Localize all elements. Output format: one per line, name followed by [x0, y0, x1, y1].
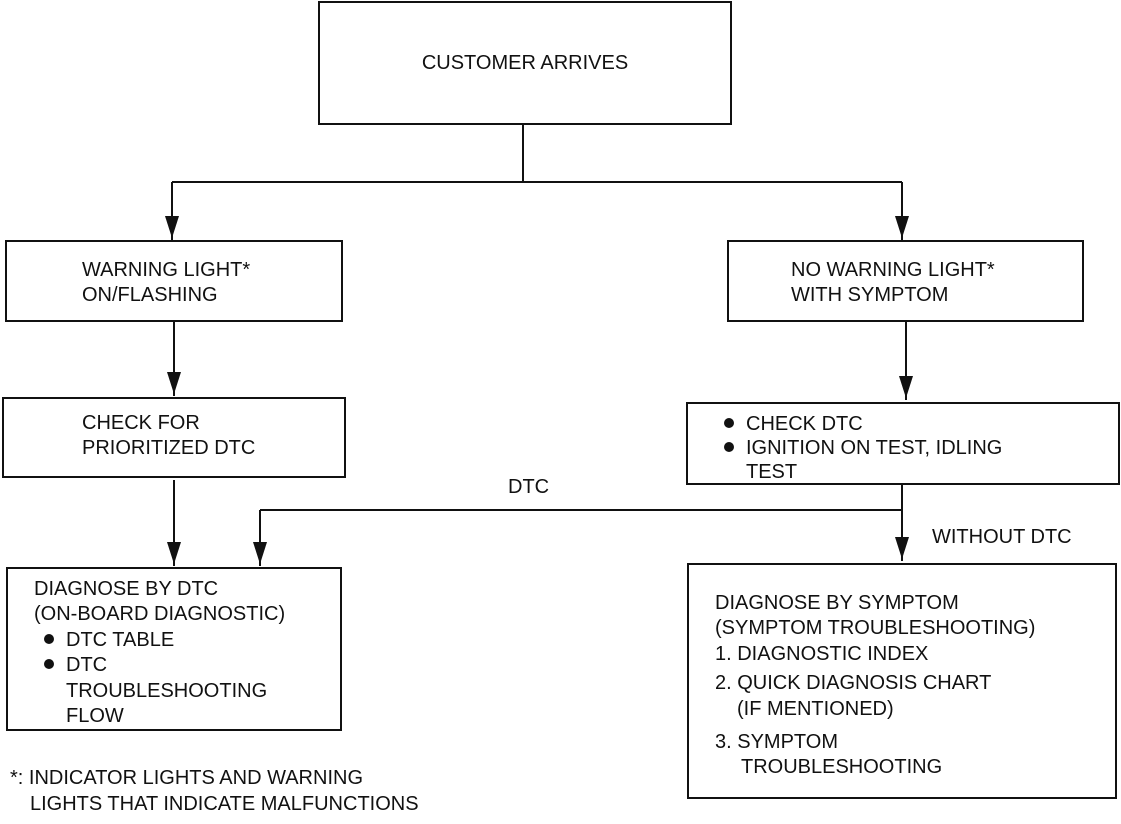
node-check-dtc: CHECK DTC IGNITION ON TEST, IDLING TEST — [686, 402, 1120, 485]
diagnose-dtc-line2: (ON-BOARD DIAGNOSTIC) — [34, 603, 286, 626]
warning-light-line2: ON/FLASHING — [82, 284, 218, 306]
arrowhead — [253, 542, 267, 564]
warning-light-line1: WARNING LIGHT* — [82, 259, 251, 281]
diagnose-dtc-bullet-1: DTC TABLE — [34, 628, 340, 653]
bullet-icon — [44, 633, 54, 644]
diagnose-symptom-item1: 1. DIAGNOSTIC INDEX — [715, 642, 929, 665]
arrowhead — [165, 216, 179, 238]
check-prioritized-line2: PRIORITIZED DTC — [82, 437, 256, 459]
edge-label-without-dtc: WITHOUT DTC — [932, 526, 1072, 548]
check-dtc-continuation: TEST — [746, 461, 798, 483]
arrowhead — [167, 542, 181, 564]
node-customer-arrives-text: CUSTOMER ARRIVES — [421, 51, 629, 74]
edge-label-dtc: DTC — [508, 476, 550, 498]
no-warning-light-line2: WITH SYMPTOM — [791, 284, 949, 306]
footnote-line2: LIGHTS THAT INDICATE MALFUNCTIONS — [30, 793, 419, 815]
footnote-line1: *: INDICATOR LIGHTS AND WARNING — [10, 767, 363, 789]
check-prioritized-line1: CHECK FOR — [82, 412, 200, 434]
diagnose-symptom-item3: 3. SYMPTOM — [715, 730, 838, 753]
check-dtc-bullet-1: CHECK DTC — [724, 412, 1118, 436]
diagnose-symptom-line2: (SYMPTOM TROUBLESHOOTING) — [715, 617, 1036, 640]
check-dtc-bullet-2: IGNITION ON TEST, IDLING — [724, 436, 1118, 460]
bullet-icon — [44, 659, 54, 670]
check-dtc-bullet-1-text: CHECK DTC — [746, 413, 863, 435]
node-diagnose-by-dtc: DIAGNOSE BY DTC (ON-BOARD DIAGNOSTIC) DT… — [6, 567, 342, 731]
diagnose-symptom-item2-cont: (IF MENTIONED) — [737, 697, 894, 720]
diagnose-symptom-item2: 2. QUICK DIAGNOSIS CHART — [715, 672, 992, 695]
node-customer-arrives: CUSTOMER ARRIVES — [318, 1, 732, 125]
no-warning-light-line1: NO WARNING LIGHT* — [791, 259, 995, 281]
arrowhead — [899, 376, 913, 398]
diagnose-dtc-bullet-2-cont2: FLOW — [66, 704, 124, 727]
bullet-icon — [724, 418, 734, 428]
node-diagnose-by-symptom: DIAGNOSE BY SYMPTOM (SYMPTOM TROUBLESHOO… — [687, 563, 1117, 799]
diagnose-dtc-line1: DIAGNOSE BY DTC — [34, 578, 219, 600]
arrowhead — [895, 216, 909, 238]
diagnose-dtc-bullet-2: DTC — [34, 653, 340, 678]
node-check-prioritized-dtc: CHECK FOR PRIORITIZED DTC — [2, 397, 346, 478]
diagnose-dtc-bullet-2-text: DTC — [66, 654, 108, 677]
diagnose-dtc-bullet-1-text: DTC TABLE — [66, 628, 175, 651]
diagnose-dtc-bullet-2-cont1: TROUBLESHOOTING — [66, 679, 268, 702]
diagnose-symptom-item3-cont: TROUBLESHOOTING — [741, 756, 943, 779]
arrowhead — [167, 372, 181, 394]
arrowhead — [895, 537, 909, 559]
footnote: *: INDICATOR LIGHTS AND WARNING LIGHTS T… — [10, 765, 419, 817]
node-warning-light: WARNING LIGHT* ON/FLASHING — [5, 240, 343, 322]
node-no-warning-light: NO WARNING LIGHT* WITH SYMPTOM — [727, 240, 1084, 322]
diagnose-symptom-line1: DIAGNOSE BY SYMPTOM — [715, 592, 959, 614]
bullet-icon — [724, 442, 734, 452]
check-dtc-bullet-2-text: IGNITION ON TEST, IDLING — [746, 437, 1003, 459]
